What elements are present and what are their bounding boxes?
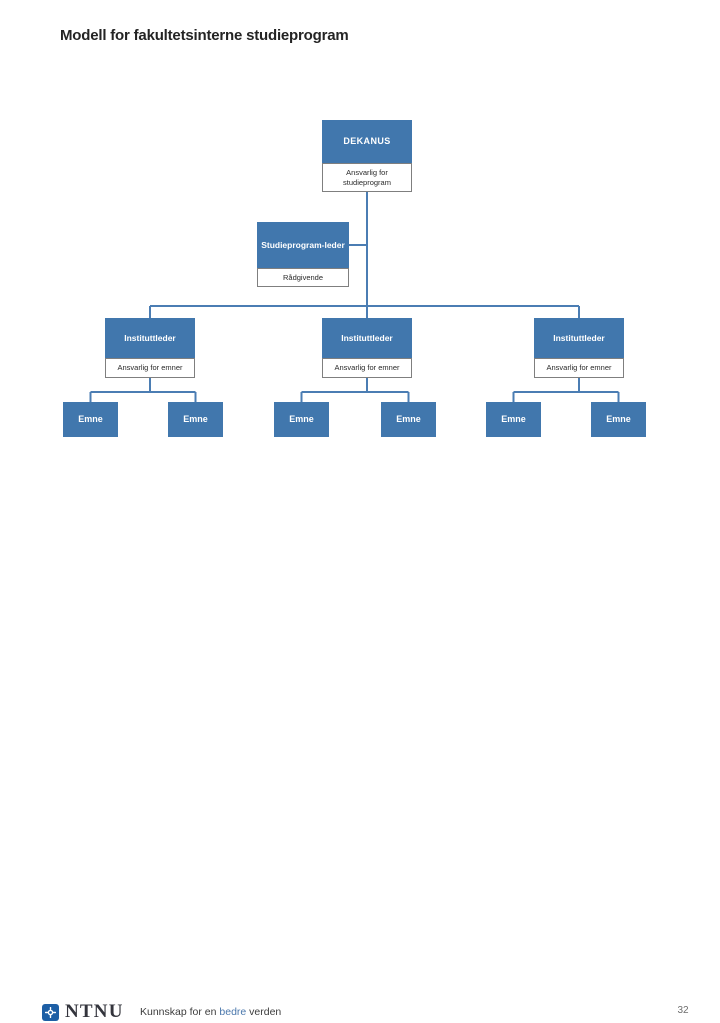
node-emne-3: Emne [274, 402, 329, 437]
node-instituttleder-3-role: Ansvarlig for emner [534, 358, 624, 378]
node-dekanus-role: Ansvarlig for studieprogram [322, 163, 412, 192]
node-instituttleder-2-role: Ansvarlig for emner [322, 358, 412, 378]
ntnu-logo-icon [42, 1004, 59, 1021]
node-instituttleder-2: Instituttleder [322, 318, 412, 358]
node-emne-4: Emne [381, 402, 436, 437]
slide-footer: NTNU Kunnskap for en bedre verden 32 [0, 498, 720, 1022]
slogan-part-accent: bedre [219, 1006, 247, 1018]
slogan-part-2: verden [246, 1006, 282, 1018]
node-emne-2: Emne [168, 402, 223, 437]
node-emne-6: Emne [591, 402, 646, 437]
node-studieprogramleder-role: Rådgivende [257, 268, 349, 287]
org-chart-connectors [89, 192, 620, 402]
slide: Modell for fakultetsinterne studieprogra… [0, 27, 720, 1022]
slide-title: Modell for fakultetsinterne studieprogra… [60, 27, 349, 44]
ntnu-wordmark: NTNU [65, 1001, 124, 1022]
node-instituttleder-1: Instituttleder [105, 318, 195, 358]
node-emne-1: Emne [63, 402, 118, 437]
node-instituttleder-1-role: Ansvarlig for emner [105, 358, 195, 378]
node-emne-5: Emne [486, 402, 541, 437]
page-number: 32 [677, 1005, 689, 1016]
node-instituttleder-3: Instituttleder [534, 318, 624, 358]
footer-slogan: Kunnskap for en bedre verden [140, 1006, 281, 1018]
node-dekanus: DEKANUS [322, 120, 412, 163]
ntnu-logo-glyph [45, 1007, 56, 1018]
slogan-part-1: Kunnskap for en [140, 1006, 220, 1018]
node-studieprogramleder: Studieprogram-leder [257, 222, 349, 268]
